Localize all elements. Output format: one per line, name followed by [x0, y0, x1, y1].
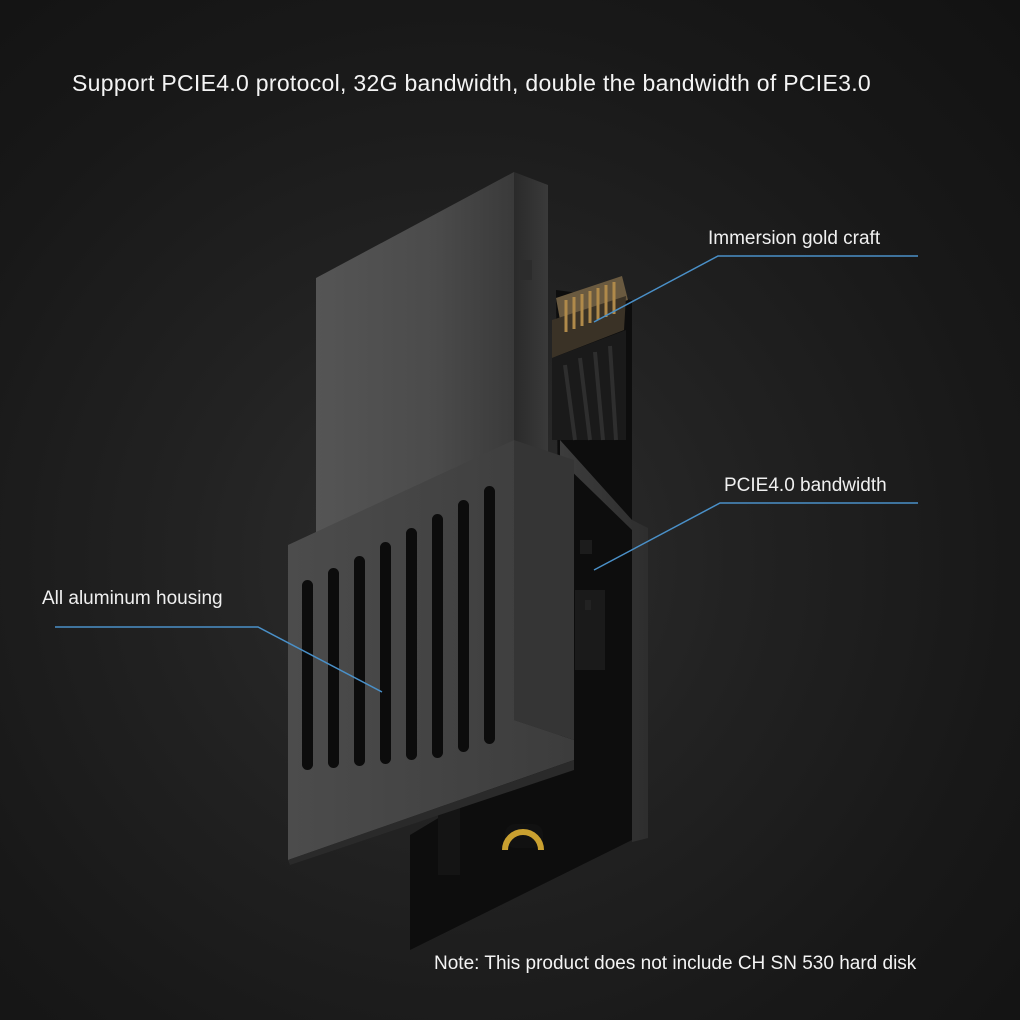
callout-label-pcie: PCIE4.0 bandwidth [724, 475, 887, 496]
gold-arc-icon [502, 829, 544, 851]
callout-label-gold: Immersion gold craft [708, 228, 881, 249]
headline-text: Support PCIE4.0 protocol, 32G bandwidth,… [72, 70, 871, 96]
callout-lines [55, 255, 918, 693]
pcb-board [410, 290, 632, 950]
housing-vent-block [288, 440, 574, 865]
callout-line-aluminum [55, 626, 383, 693]
housing-right-bar [560, 440, 648, 842]
note-text: Note: This product does not include CH S… [434, 953, 917, 974]
housing-upper-plate [316, 172, 548, 545]
callout-label-aluminum: All aluminum housing [42, 588, 223, 609]
vent-slots [302, 486, 495, 770]
gold-contacts [552, 276, 628, 441]
callout-line-pcie [593, 502, 918, 571]
callout-line-gold [593, 255, 918, 323]
